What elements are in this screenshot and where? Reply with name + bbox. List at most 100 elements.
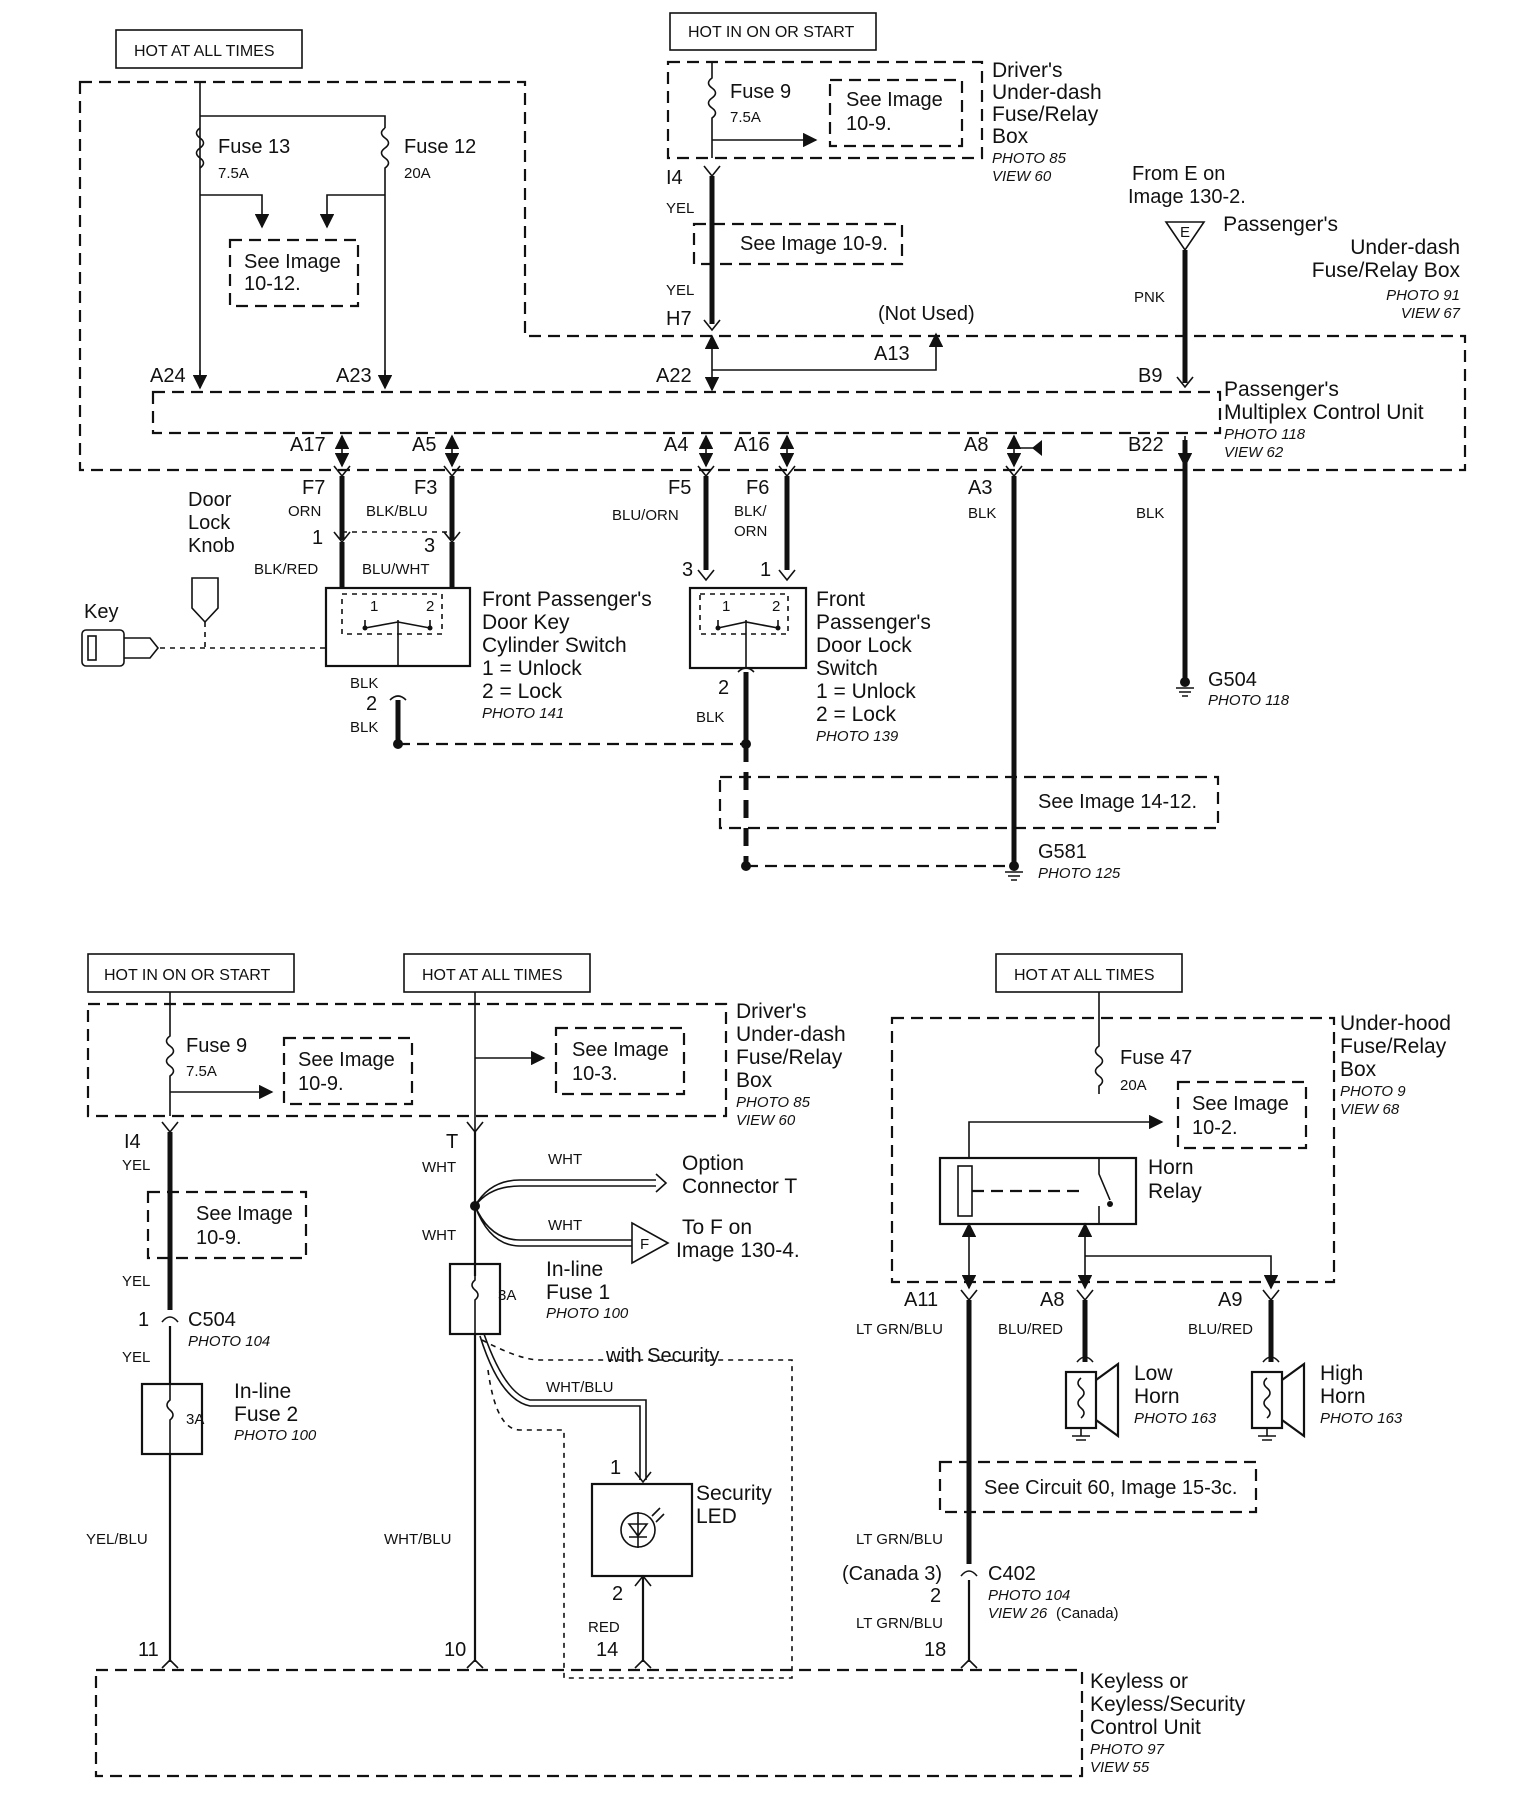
connector-e-label: E xyxy=(1180,224,1190,241)
horn-relay-contact-dot xyxy=(1107,1201,1113,1207)
option-connector-label: Option xyxy=(682,1152,744,1175)
option-connector-label-2: Connector T xyxy=(682,1175,797,1198)
lower-drivers-box-view: VIEW 60 xyxy=(736,1112,796,1129)
pin-k2: 2 xyxy=(366,693,377,715)
wire-bus-fuse12 xyxy=(200,115,386,128)
wire-color-blu-wht: BLU/WHT xyxy=(362,561,430,578)
connector-a3 xyxy=(1005,465,1023,478)
connector-pin18 xyxy=(960,1658,978,1669)
lower-hot-all-times-box xyxy=(403,953,591,993)
see-circuit-label: See Circuit 60, Image 15-3c. xyxy=(984,1477,1237,1499)
key-icon xyxy=(81,629,160,667)
connector-c504-pin: 1 xyxy=(138,1309,149,1331)
low-horn-label: Low xyxy=(1134,1362,1173,1385)
with-security-outline xyxy=(481,1339,793,1679)
lower-drivers-box-label-3: Fuse/Relay xyxy=(736,1046,843,1069)
multiplex-control-unit-outline xyxy=(151,390,1222,435)
see-10-9-label-b: 10-9. xyxy=(846,113,892,135)
key-switch-pin1: 1 xyxy=(370,598,378,615)
fuse47-icon xyxy=(1094,992,1104,1094)
a8-stub-arrow xyxy=(1032,440,1042,456)
see-10-3-label-b: 10-3. xyxy=(572,1063,618,1085)
keyless-unit-label: Keyless or xyxy=(1090,1670,1188,1693)
inline-fuse1-icon xyxy=(471,1264,479,1334)
connector-c504-label: C504 xyxy=(188,1309,236,1331)
wire-relay-a9 xyxy=(1085,1255,1279,1290)
under-hood-box-view: VIEW 68 xyxy=(1340,1101,1400,1118)
see-10-9-label: See Image xyxy=(846,89,943,111)
wire-color-blk-a3: BLK xyxy=(968,505,996,522)
arrow-fuse13-ref xyxy=(200,194,270,229)
connector-c402-label: C402 xyxy=(988,1563,1036,1585)
lock-switch-label-6: 2 = Lock xyxy=(816,703,896,726)
under-hood-box-label-2: Fuse/Relay xyxy=(1340,1035,1447,1058)
inline-fuse1-label: In-line xyxy=(546,1258,603,1281)
lower-hot-in-on-label: HOT IN ON OR START xyxy=(104,967,270,984)
lower-wire-color-yel-2: YEL xyxy=(122,1273,150,1290)
pin-a3: A3 xyxy=(968,477,992,499)
pin-b22: B22 xyxy=(1128,434,1164,456)
key-switch-photo: PHOTO 141 xyxy=(482,705,564,722)
low-horn-photo: PHOTO 163 xyxy=(1134,1410,1217,1427)
arrow-fuse12-ref xyxy=(319,194,385,229)
see-14-12-box xyxy=(718,775,1220,830)
connector-f5 xyxy=(697,465,715,478)
horn-relay-label: Horn xyxy=(1148,1156,1194,1179)
fuse9-rating: 7.5A xyxy=(730,109,761,126)
hot-in-on-label-box xyxy=(669,12,877,51)
lock-switch-label-4: Switch xyxy=(816,657,878,680)
connector-c402-canada: (Canada) xyxy=(1056,1605,1119,1622)
lower-diagram: HOT IN ON OR START HOT AT ALL TIMES HOT … xyxy=(86,953,1451,1778)
connector-pin14 xyxy=(634,1658,652,1669)
lower-drivers-box-label: Driver's xyxy=(736,1000,807,1023)
ground-g581-icon xyxy=(1005,871,1023,881)
wire-color-lt-grn-blu: LT GRN/BLU xyxy=(856,1321,943,1338)
hot-in-on-label: HOT IN ON OR START xyxy=(688,24,854,41)
wire-color-red: RED xyxy=(588,1619,620,1636)
under-hood-box-photo: PHOTO 9 xyxy=(1340,1083,1406,1100)
inline-fuse2-label-2: Fuse 2 xyxy=(234,1403,298,1426)
fuse9-label: Fuse 9 xyxy=(730,81,791,103)
lower-drivers-box-label-2: Under-dash xyxy=(736,1023,846,1046)
horn-plugs xyxy=(1076,1356,1280,1363)
door-lock-knob-icon xyxy=(191,577,219,624)
see-10-9-box xyxy=(828,78,964,148)
see-10-12-label: See Image xyxy=(244,251,341,273)
inline-fuse1-label-2: Fuse 1 xyxy=(546,1281,610,1304)
fuse47-rating: 20A xyxy=(1120,1077,1147,1094)
inline-fuse1-photo: PHOTO 100 xyxy=(546,1305,629,1322)
door-lock-knob-label-3: Knob xyxy=(188,535,235,557)
inline-fuse2-label: In-line xyxy=(234,1380,291,1403)
pin-f5: F5 xyxy=(668,477,691,499)
pin-a11: A11 xyxy=(904,1289,938,1311)
connector-c402-photo: PHOTO 104 xyxy=(988,1587,1070,1604)
passenger-box-label-3: Fuse/Relay Box xyxy=(1312,259,1461,282)
wire-color-blk-red: BLK/RED xyxy=(254,561,318,578)
wire-color-yel-2: YEL xyxy=(666,282,694,299)
wire-color-blu-red-2: BLU/RED xyxy=(1188,1321,1253,1338)
wire-fuse47-ref xyxy=(968,1114,1164,1158)
connector-f-label: F xyxy=(640,1236,649,1253)
key-switch-label-3: Cylinder Switch xyxy=(482,634,627,657)
connector-i4 xyxy=(703,165,721,178)
key-switch-contacts xyxy=(364,620,431,629)
connector-1b xyxy=(778,569,796,582)
lock-switch-contacts xyxy=(717,620,779,629)
see-10-2-label-b: 10-2. xyxy=(1192,1117,1238,1139)
hot-at-all-times-label: HOT AT ALL TIMES xyxy=(134,43,275,60)
pin-a22: A22 xyxy=(656,365,692,387)
under-hood-box-outline xyxy=(890,1016,1336,1284)
door-lock-knob-label-2: Lock xyxy=(188,512,231,534)
ground-g504-dot xyxy=(1180,677,1190,687)
horn-relay xyxy=(938,1156,1138,1226)
lower-see-10-9-label-b: 10-9. xyxy=(298,1073,344,1095)
inline-fuse2 xyxy=(140,1382,204,1456)
keyless-unit-view: VIEW 55 xyxy=(1090,1759,1150,1776)
connector-c402-view: VIEW 26 xyxy=(988,1605,1048,1622)
from-e-label-2: Image 130-2. xyxy=(1128,186,1246,208)
see-10-3-label: See Image xyxy=(572,1039,669,1061)
pin-f3: F3 xyxy=(414,477,437,499)
lock-switch-label-5: 1 = Unlock xyxy=(816,680,916,703)
drivers-box-view: VIEW 60 xyxy=(992,168,1052,185)
fuse13-icon xyxy=(195,127,205,169)
